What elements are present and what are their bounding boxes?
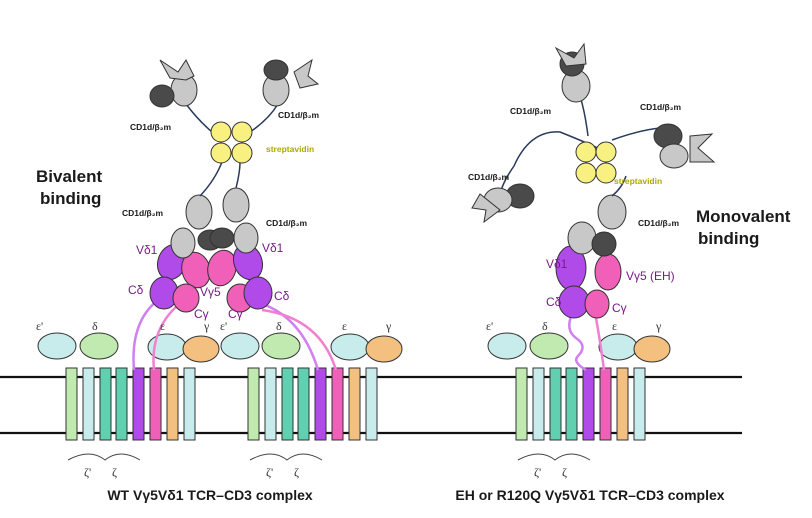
gamma-label-3: γ bbox=[655, 319, 662, 333]
monovalent-label-2: binding bbox=[698, 229, 759, 248]
zeta-prime-label-3: ζ' bbox=[534, 465, 541, 479]
cd3-ecto-1 bbox=[37, 332, 220, 363]
cd1d-label-mid-right: CD1d/β₂m bbox=[638, 218, 680, 228]
streptavidin-left bbox=[210, 121, 253, 164]
tm-helices-2 bbox=[247, 367, 378, 441]
zeta-prime-label-2: ζ' bbox=[266, 465, 273, 479]
bivalent-label-2: binding bbox=[40, 189, 101, 208]
cd-label-left: Cδ bbox=[128, 283, 144, 297]
zeta-label-3: ζ bbox=[562, 465, 567, 479]
tm-helices-3 bbox=[515, 367, 646, 441]
eps-prime-label-3: ε' bbox=[486, 319, 493, 333]
zeta-label-2: ζ bbox=[294, 465, 299, 479]
zeta-label-1: ζ bbox=[112, 465, 117, 479]
epsilon-label-3: ε bbox=[612, 319, 617, 333]
cd1d-label-upper-left: CD1d/β₂m bbox=[130, 122, 172, 132]
delta-label-2: δ bbox=[276, 319, 282, 333]
cd1d-lower-right bbox=[209, 187, 259, 254]
tm-helices-1 bbox=[65, 367, 196, 441]
vg5-label: Vγ5 bbox=[200, 285, 221, 299]
cd1d-left-mutant bbox=[471, 183, 535, 224]
cd1d-upper-left bbox=[149, 59, 198, 108]
cd-label-mutant: Cδ bbox=[546, 295, 562, 309]
cd1d-right-mutant bbox=[653, 123, 716, 169]
tcr-domains-2 bbox=[207, 243, 273, 313]
cd1d-label-top-left: CD1d/β₂m bbox=[510, 106, 552, 116]
streptavidin-label-right: streptavidin bbox=[614, 176, 662, 186]
vd1-label-left: Vδ1 bbox=[136, 243, 158, 257]
connecting-peptides bbox=[132, 298, 338, 371]
cd1d-label-mid-left: CD1d/β₂m bbox=[468, 172, 510, 182]
delta-label-3: δ bbox=[542, 319, 548, 333]
cd1d-upper-right bbox=[262, 58, 320, 107]
cg-label-left: Cγ bbox=[194, 307, 209, 321]
eps-prime-label-1: ε' bbox=[36, 319, 43, 333]
delta-label-1: δ bbox=[92, 319, 98, 333]
cd1d-label-lower-left: CD1d/β₂m bbox=[122, 208, 164, 218]
eps-prime-label-2: ε' bbox=[220, 319, 227, 333]
epsilon-label-1: ε bbox=[160, 319, 165, 333]
cg-label-right: Cγ bbox=[228, 307, 243, 321]
connecting-peptide-mutant bbox=[568, 313, 606, 372]
epsilon-label-2: ε bbox=[342, 319, 347, 333]
cd-label-right: Cδ bbox=[274, 289, 290, 303]
cd1d-label-upper-right: CD1d/β₂m bbox=[278, 110, 320, 120]
cd1d-label-lower-right: CD1d/β₂m bbox=[266, 218, 308, 228]
tcr-domains-3 bbox=[555, 245, 622, 319]
wt-complex: Bivalent binding CD1d/β₂m CD1d/β₂m strep… bbox=[36, 58, 403, 503]
cd3-ecto-2 bbox=[220, 332, 403, 363]
cd1d-label-top-right: CD1d/β₂m bbox=[640, 102, 682, 112]
caption-left: WT Vγ5Vδ1 TCR–CD3 complex bbox=[107, 487, 313, 503]
bivalent-label: Bivalent bbox=[36, 167, 102, 186]
gamma-label-1: γ bbox=[203, 319, 210, 333]
zeta-tails bbox=[67, 453, 323, 461]
mutant-complex: Monovalent binding CD1d/β₂m CD1d/β₂m CD1… bbox=[455, 42, 791, 503]
caption-right: EH or R120Q Vγ5Vδ1 TCR–CD3 complex bbox=[455, 487, 724, 503]
cd1d-top-mutant bbox=[554, 42, 591, 103]
monovalent-label: Monovalent bbox=[696, 207, 791, 226]
vd1-label-mutant: Vδ1 bbox=[546, 257, 568, 271]
streptavidin-label-left: streptavidin bbox=[266, 144, 314, 154]
cd1d-lower-left bbox=[170, 194, 223, 259]
gamma-label-2: γ bbox=[385, 319, 392, 333]
zeta-prime-label-1: ζ' bbox=[84, 465, 91, 479]
linkers-left bbox=[185, 103, 279, 197]
cd1d-lower-mutant bbox=[567, 194, 627, 257]
vg5-eh-label: Vγ5 (EH) bbox=[626, 269, 675, 283]
streptavidin-right bbox=[575, 141, 617, 184]
zeta-tails-3 bbox=[517, 453, 591, 461]
vd1-label-right: Vδ1 bbox=[262, 241, 284, 255]
cd3-ecto-3 bbox=[487, 332, 671, 363]
cg-label-mutant: Cγ bbox=[612, 301, 627, 315]
